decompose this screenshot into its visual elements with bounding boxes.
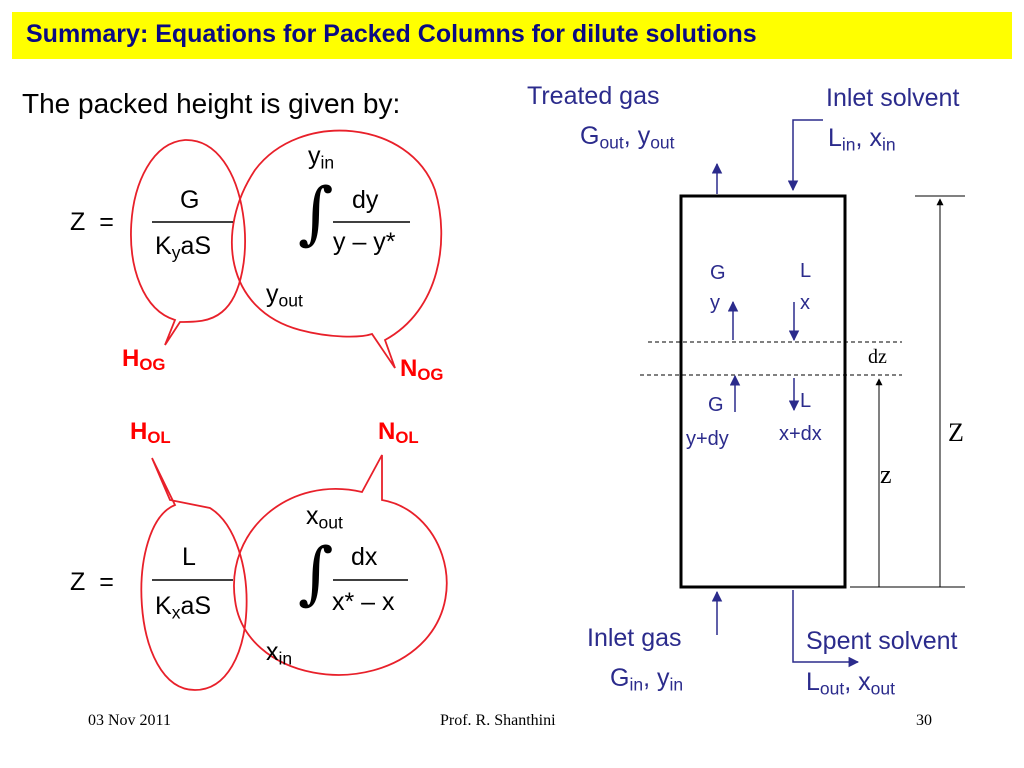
eq1-lhs: Z = — [70, 208, 114, 236]
hog-label: HOG — [122, 345, 166, 375]
eq1-upper-limit: yin — [308, 142, 335, 173]
bottom-liquid-l: L — [800, 390, 812, 412]
hol-label: HOL — [130, 418, 171, 448]
nol-label: NOL — [378, 418, 419, 448]
top-liquid-x: x — [800, 292, 810, 314]
inlet-solvent-symbols: Lin, xin — [828, 124, 896, 155]
nol-bubble — [233, 454, 448, 676]
treated-gas-symbols: Gout, yout — [580, 122, 675, 153]
footer-author: Prof. R. Shanthini — [440, 712, 556, 729]
eq1-integral-sign: ∫ — [298, 174, 334, 253]
nog-bubble — [230, 129, 443, 369]
hol-bubble — [140, 457, 248, 691]
eq2-integrand-denominator: x* – x — [332, 588, 395, 616]
eq2-integrand-numerator: dx — [351, 543, 378, 571]
eq1-integrand-numerator: dy — [352, 186, 379, 214]
bottom-gas-ydy: y+dy — [686, 428, 729, 450]
treated-gas-label: Treated gas — [527, 82, 660, 110]
total-height-label: Z — [948, 418, 964, 447]
eq2-numerator: L — [182, 543, 196, 571]
footer-date: 03 Nov 2011 — [88, 712, 171, 729]
eq2-denominator: KxaS — [155, 592, 212, 623]
top-gas-g: G — [710, 262, 726, 284]
eq1-denominator: KyaS — [155, 232, 212, 263]
inlet-solvent-label: Inlet solvent — [826, 84, 960, 112]
packed-column — [679, 194, 847, 589]
spent-solvent-label: Spent solvent — [806, 627, 958, 655]
inlet-gas-label: Inlet gas — [587, 624, 682, 652]
partial-height-label: z — [880, 460, 892, 489]
eq1-numerator: G — [180, 186, 200, 214]
eq2-upper-limit: xout — [306, 502, 343, 533]
top-gas-y: y — [710, 292, 720, 314]
eq1-integrand-denominator: y – y* — [333, 228, 396, 256]
inlet-solvent-arrow — [787, 119, 823, 192]
spent-solvent-symbols: Lout, xout — [806, 668, 895, 699]
eq2-lower-limit: xin — [266, 638, 293, 669]
intro-text: The packed height is given by: — [22, 88, 401, 119]
dz-label: dz — [868, 346, 887, 368]
hog-bubble — [130, 139, 246, 346]
title-bar: Summary: Equations for Packed Columns fo… — [12, 12, 1012, 59]
slide-title: Summary: Equations for Packed Columns fo… — [26, 20, 757, 48]
spent-solvent-arrow — [792, 590, 860, 668]
footer-page-number: 30 — [916, 712, 932, 729]
bottom-liquid-xdx: x+dx — [779, 423, 822, 445]
nog-label: NOG — [400, 355, 444, 385]
top-liquid-l: L — [800, 260, 812, 282]
bottom-gas-g: G — [708, 394, 724, 416]
eq2-lhs: Z = — [70, 568, 114, 596]
eq1-lower-limit: yout — [266, 280, 303, 311]
eq2-integral-sign: ∫ — [298, 534, 334, 613]
inlet-gas-symbols: Gin, yin — [610, 664, 684, 695]
